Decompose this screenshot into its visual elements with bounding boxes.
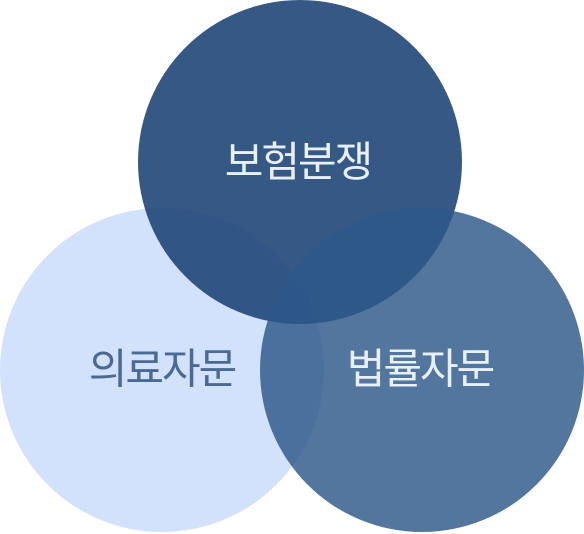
label-medical: 의료자문 <box>89 345 236 394</box>
label-legal: 법률자문 <box>347 345 494 394</box>
label-insurance: 보험분쟁 <box>225 138 372 187</box>
circle-legal <box>260 208 584 532</box>
